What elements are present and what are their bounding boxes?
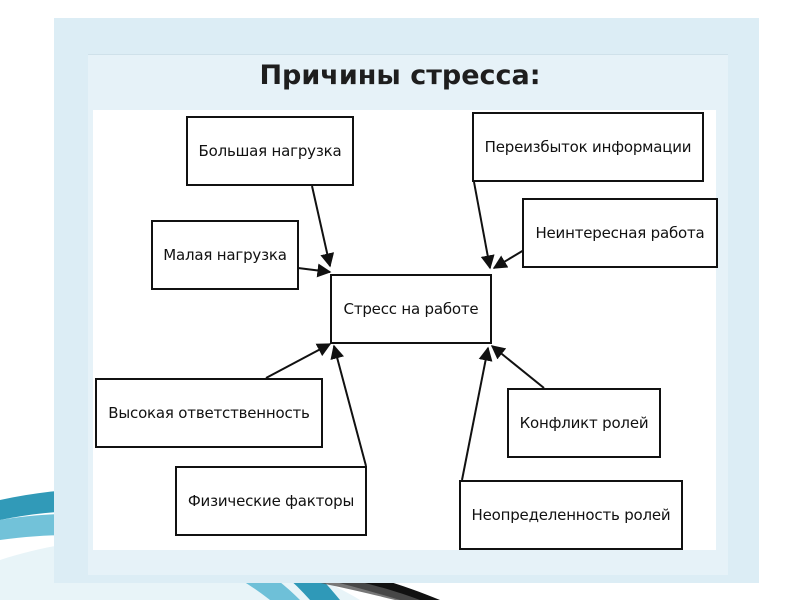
arrow-small-load xyxy=(297,263,332,278)
box-high-responsibility: Высокая ответственность xyxy=(95,378,323,448)
arrow-info-overload xyxy=(473,181,495,270)
page-title: Причины стресса: xyxy=(259,60,541,91)
arrow-role-conflict xyxy=(490,345,545,389)
box-info-overload: Переизбыток информации xyxy=(472,112,704,182)
box-role-uncertainty: Неопределенность ролей xyxy=(459,480,683,550)
box-big-load: Большая нагрузка xyxy=(186,116,354,186)
box-center-stress: Стресс на работе xyxy=(330,274,492,344)
arrow-big-load xyxy=(311,185,335,268)
arrow-role-uncertainty xyxy=(461,346,493,481)
box-small-load: Малая нагрузка xyxy=(151,220,299,290)
box-role-conflict: Конфликт ролей xyxy=(507,388,661,458)
arrow-physical-factors xyxy=(330,344,367,467)
box-boring-work: Неинтересная работа xyxy=(522,198,718,268)
arrow-high-responsibility xyxy=(265,343,332,379)
arrow-boring-work xyxy=(492,249,525,269)
box-physical-factors: Физические факторы xyxy=(175,466,367,536)
